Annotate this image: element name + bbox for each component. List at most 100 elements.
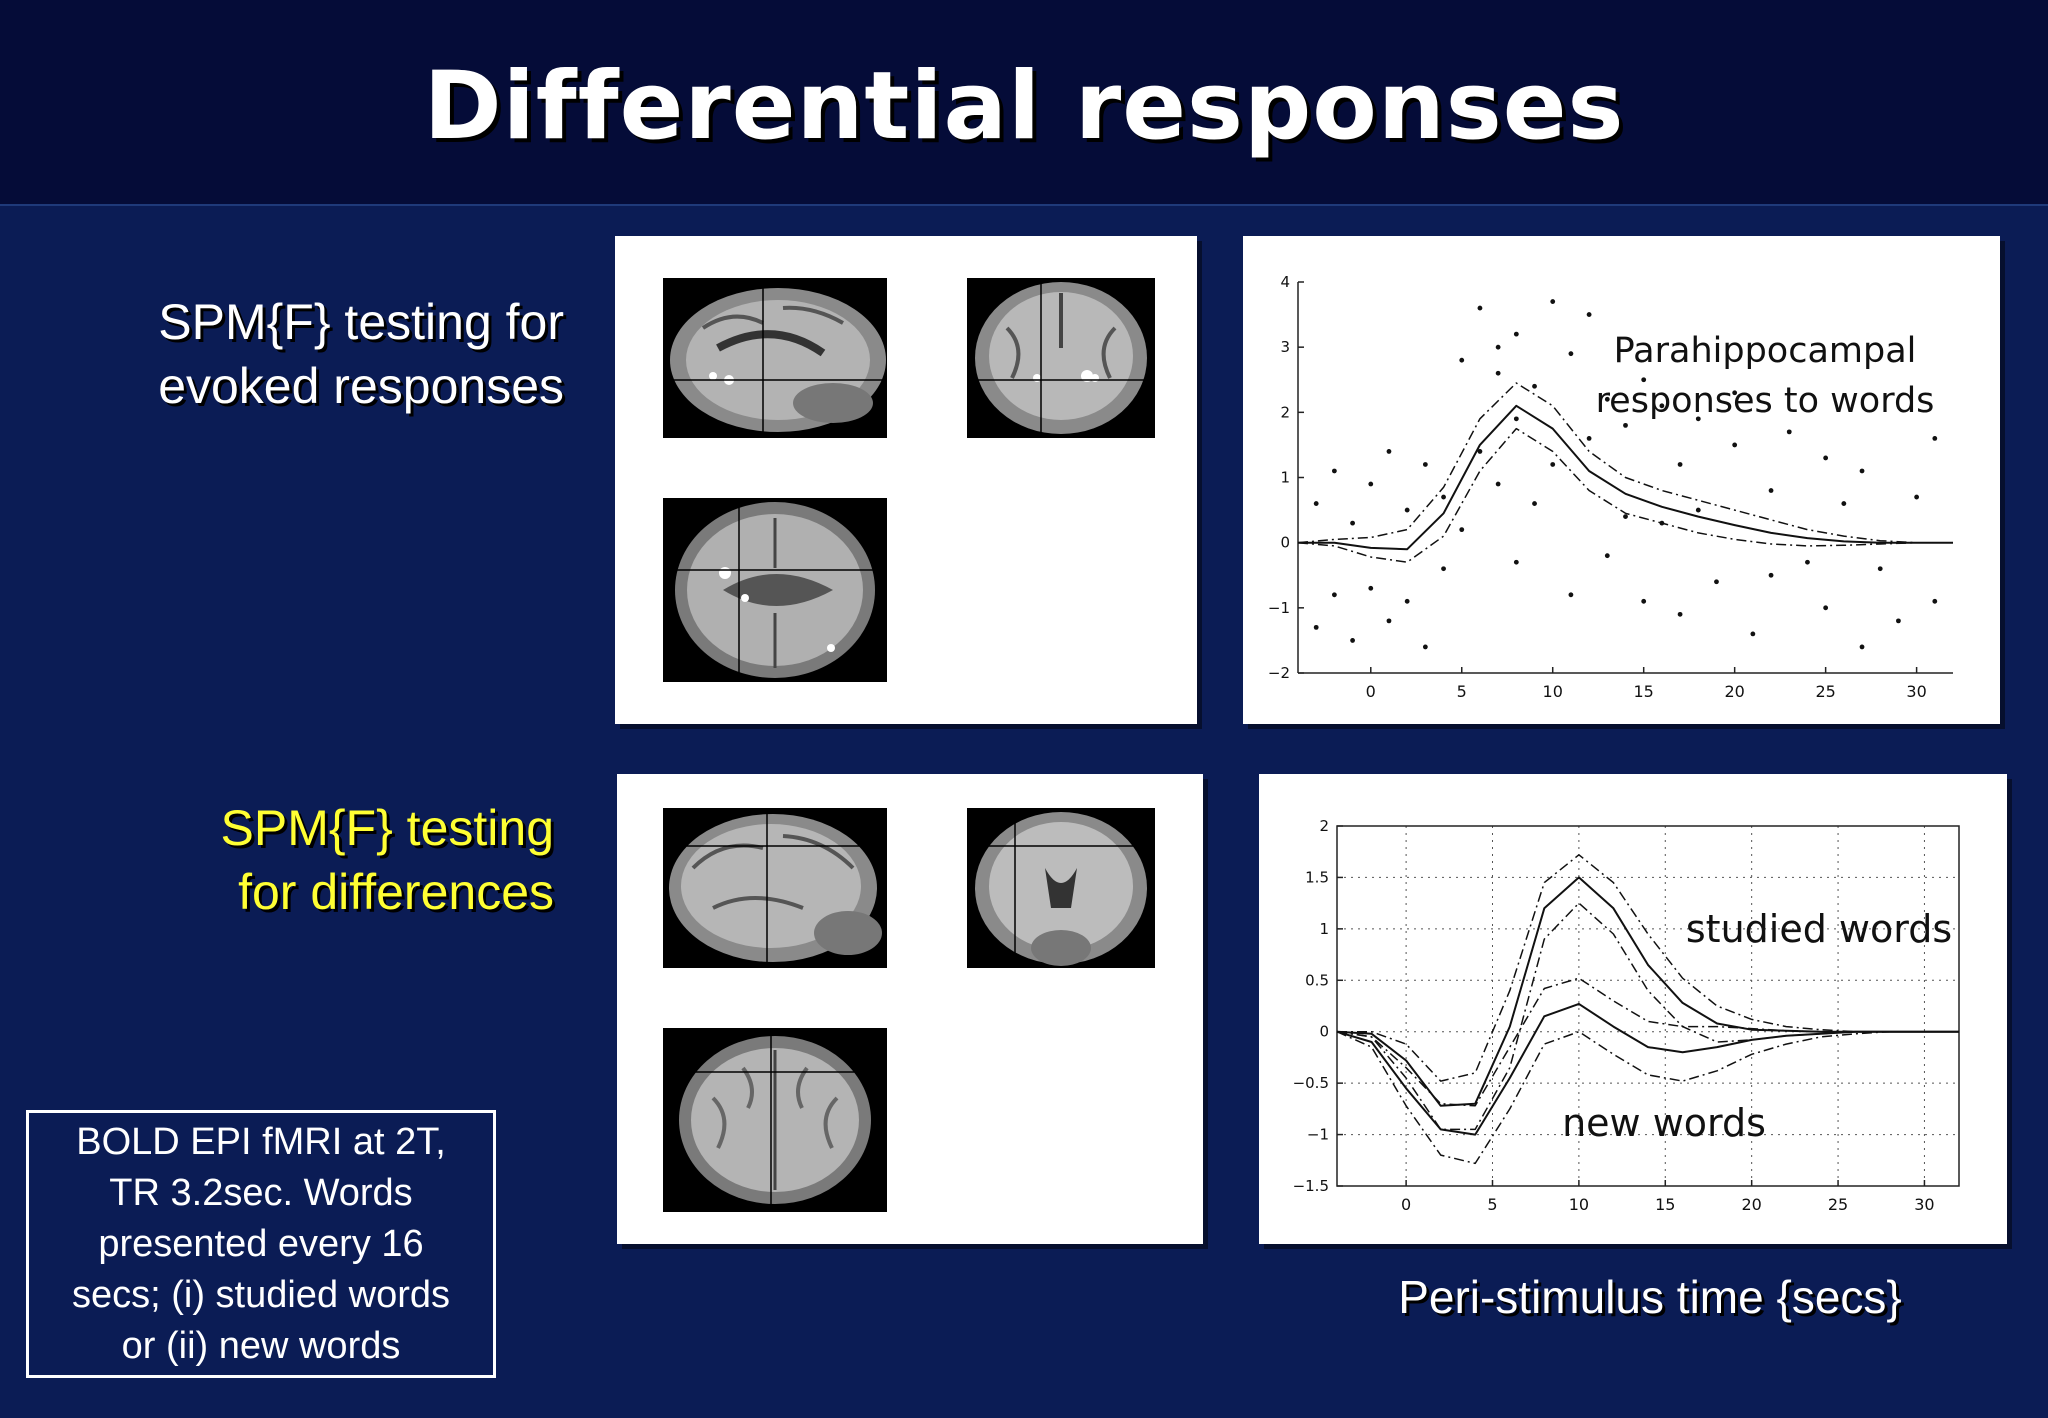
info-line-5: or (ii) new words [121, 1324, 401, 1367]
x-tick-label: 10 [1569, 1195, 1589, 1214]
data-point [1750, 631, 1756, 637]
x-tick-label: 15 [1655, 1195, 1675, 1214]
data-point [1422, 644, 1428, 650]
brain-panel-differences [617, 774, 1203, 1244]
x-tick-label: 25 [1828, 1195, 1848, 1214]
x-tick-label: 20 [1741, 1195, 1761, 1214]
x-tick-label: 20 [1724, 682, 1744, 701]
axial-brain-image [663, 498, 887, 682]
y-tick-label: 3 [1280, 338, 1290, 356]
acquisition-info-box: BOLD EPI fMRI at 2T, TR 3.2sec. Words pr… [26, 1110, 496, 1378]
data-point [1586, 312, 1592, 317]
data-point [1313, 624, 1319, 630]
x-tick-label: 0 [1401, 1195, 1411, 1214]
x-tick-label: 25 [1815, 682, 1835, 701]
data-point [1859, 644, 1865, 650]
series-line-new-lower [1336, 1030, 1959, 1165]
x-tick-label: 5 [1487, 1195, 1497, 1214]
data-point [1441, 494, 1446, 500]
data-point [1495, 370, 1501, 376]
y-tick-label: −1 [1268, 599, 1290, 617]
series-line-studied-upper [1337, 854, 1959, 1082]
brain-slice-axial [663, 498, 887, 682]
data-point [1331, 468, 1337, 474]
data-point [1823, 455, 1829, 461]
y-tick-label: 1 [1280, 469, 1290, 487]
data-point [1422, 462, 1428, 467]
data-point [1604, 396, 1610, 402]
data-point [1550, 299, 1556, 304]
y-tick-label: −0.5 [1293, 1074, 1329, 1092]
data-point [1495, 481, 1501, 487]
data-point [1350, 520, 1355, 526]
data-point [1714, 579, 1719, 585]
x-tick-label: 0 [1366, 682, 1376, 701]
series-line-lower [1297, 427, 1953, 563]
data-point [1459, 527, 1465, 533]
data-point [1732, 390, 1738, 396]
data-point [1896, 618, 1901, 624]
x-tick-label: 10 [1543, 682, 1563, 701]
brain-slice-coronal [967, 278, 1155, 438]
data-point [1932, 598, 1938, 604]
brain-slice-sagittal-diff [663, 808, 887, 968]
x-tick-label: 15 [1634, 682, 1654, 701]
y-tick-label: 2 [1319, 817, 1329, 835]
data-point [1441, 566, 1446, 572]
data-point [1695, 416, 1701, 422]
y-tick-label: 1 [1319, 920, 1329, 938]
label-evoked-line-2: evoked responses [158, 358, 564, 414]
data-point [1386, 449, 1392, 454]
brain-slice-sagittal [663, 278, 887, 438]
data-point [1732, 442, 1738, 448]
data-point [1641, 598, 1647, 604]
info-line-2: TR 3.2sec. Words [109, 1171, 413, 1214]
data-point [1386, 618, 1392, 624]
x-tick-label: 30 [1906, 682, 1926, 701]
data-point [1368, 585, 1374, 591]
data-point [1350, 638, 1355, 643]
data-point [1368, 481, 1374, 487]
data-point [1586, 436, 1592, 441]
brain-slice-axial-diff [663, 1028, 887, 1212]
data-point [1477, 305, 1483, 311]
data-point [1623, 422, 1628, 428]
label-differences-line-2: for differences [238, 864, 554, 920]
y-tick-label: 0 [1319, 1023, 1329, 1041]
plot-frame [1336, 825, 1960, 1187]
info-line-3: presented every 16 [98, 1222, 424, 1265]
label-differences: SPM{F} testing for differences [40, 796, 555, 924]
data-point [1604, 553, 1610, 559]
y-tick-label: −1.5 [1293, 1177, 1329, 1195]
x-tick-label: 5 [1457, 682, 1467, 701]
data-point [1550, 462, 1556, 467]
x-tick-label: 30 [1914, 1195, 1934, 1214]
data-point [1513, 331, 1519, 337]
data-point [1513, 559, 1519, 565]
chart-annotation-line-2: responses to words [1596, 381, 1935, 421]
new-words-annotation: new words [1562, 1101, 1766, 1145]
data-point [1677, 462, 1683, 467]
data-point [1805, 559, 1810, 565]
data-point [1859, 468, 1865, 474]
sagittal-brain-image-diff [663, 808, 887, 968]
brain-panel-evoked [615, 236, 1197, 724]
data-point [1677, 611, 1683, 617]
data-point [1532, 383, 1537, 389]
brain-slice-coronal-diff [967, 808, 1155, 968]
data-point [1459, 357, 1465, 363]
response-curves [1336, 854, 1959, 1165]
data-point [1932, 436, 1938, 441]
label-evoked: SPM{F} testing for evoked responses [40, 290, 564, 418]
data-point [1532, 501, 1537, 506]
data-point [1404, 598, 1410, 604]
data-point [1877, 566, 1883, 572]
series-line-fitted [1298, 404, 1953, 551]
slide-title: Differential responses [423, 52, 1625, 161]
y-tick-label: 1.5 [1305, 868, 1329, 886]
